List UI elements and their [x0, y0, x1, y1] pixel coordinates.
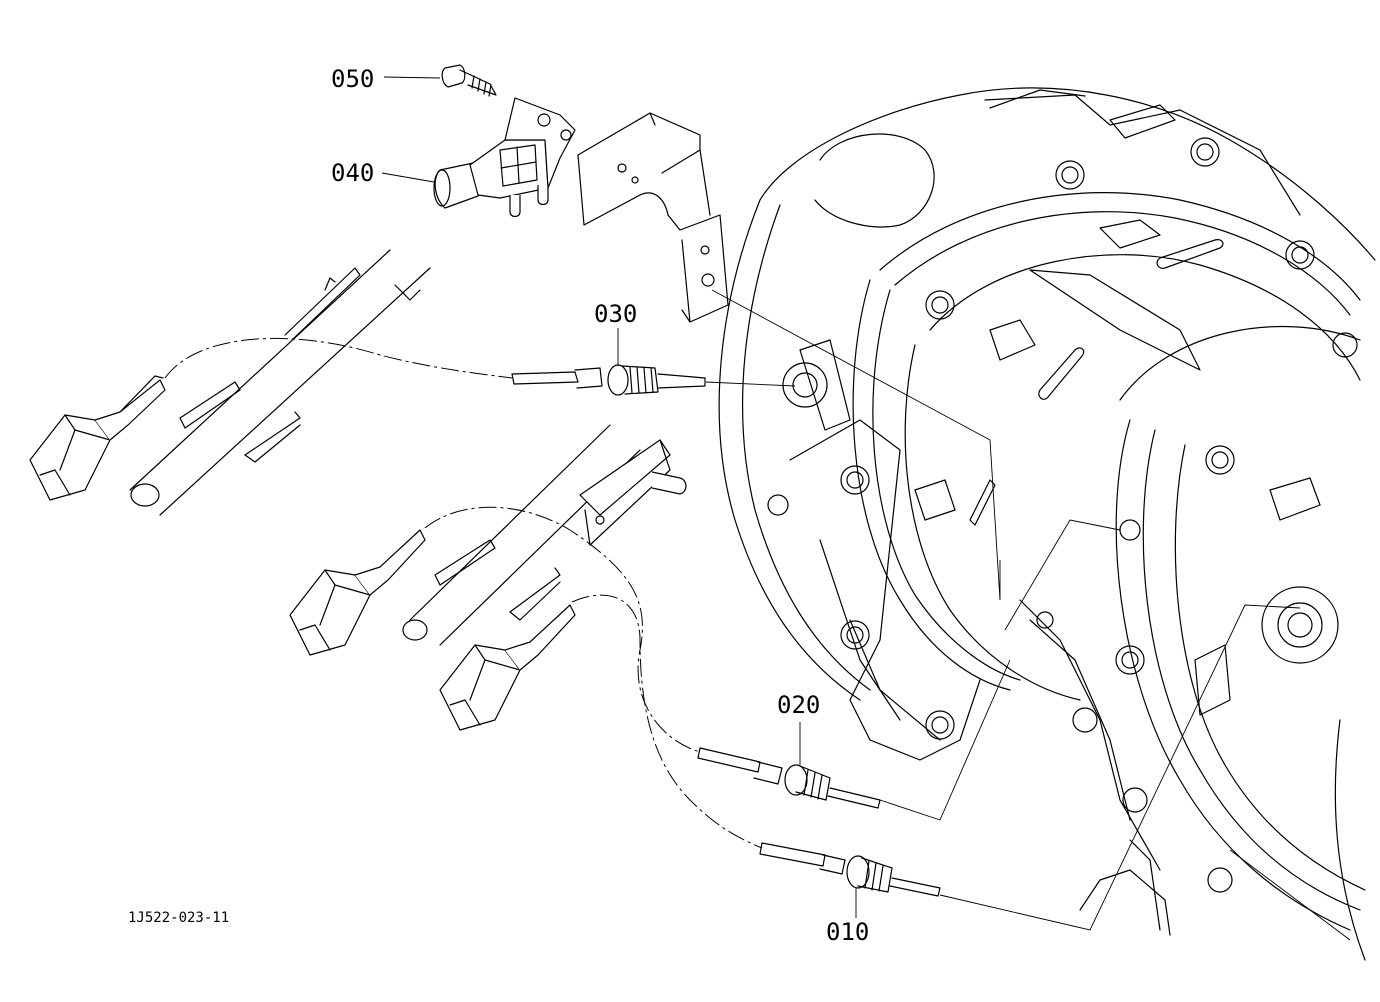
callout-020: 020	[777, 691, 820, 719]
callout-010: 010	[826, 918, 869, 946]
sensor-bracket-icon	[577, 112, 729, 323]
leader-lines-icon	[381, 76, 1351, 941]
temperature-sensor-030-icon	[511, 364, 706, 396]
bolt-050-icon	[441, 64, 497, 97]
callout-030: 030	[594, 300, 637, 328]
temperature-sensor-010-icon	[759, 842, 941, 897]
pressure-sensor-040-icon	[433, 97, 576, 218]
callout-040: 040	[331, 159, 374, 187]
dpf-housing-icon	[718, 87, 1376, 961]
drawing-number: 1J522-023-11	[128, 910, 229, 926]
harness-clamp-upper-icon	[129, 249, 431, 516]
connector-upper-icon	[29, 375, 166, 501]
connector-lower-right-icon	[439, 604, 576, 731]
harness-clamp-lower-icon	[402, 424, 687, 646]
wiring-harness-icon	[164, 337, 763, 849]
temperature-sensor-020-icon	[697, 747, 881, 809]
callout-050: 050	[331, 65, 374, 93]
connector-lower-left-icon	[289, 529, 426, 656]
